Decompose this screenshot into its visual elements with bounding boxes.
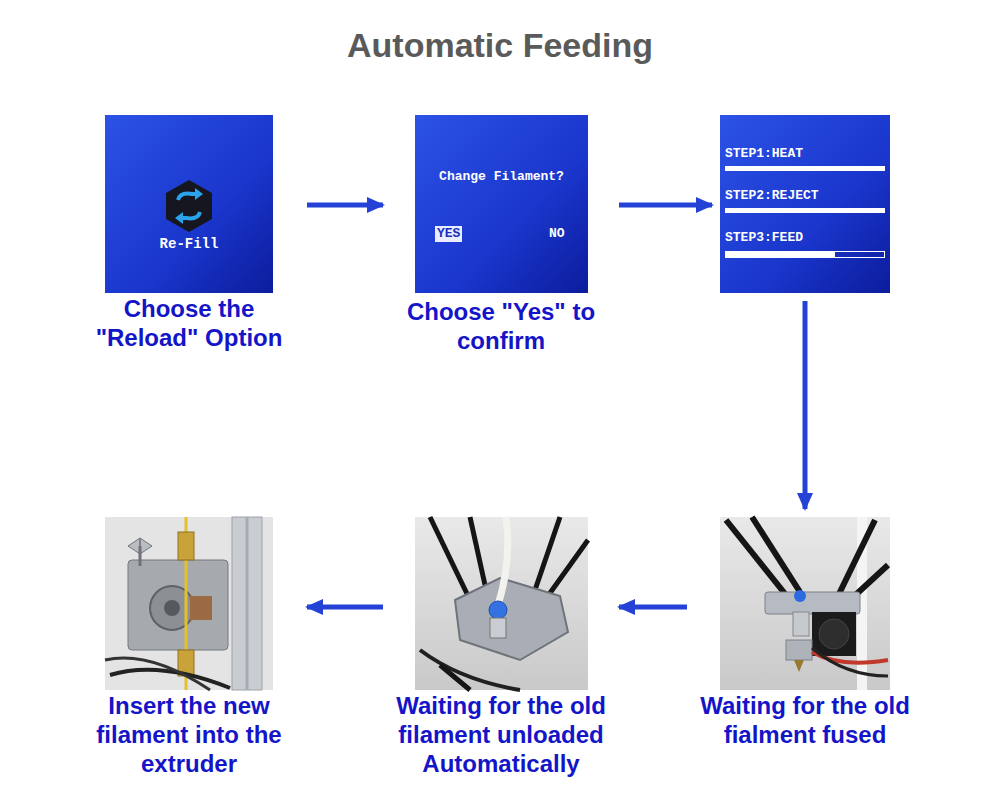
screen-text: STEP3:FEED bbox=[725, 230, 803, 246]
flow-arrow bbox=[307, 203, 383, 208]
flow-arrow bbox=[619, 605, 687, 610]
screen-panel: Re-FillChoose the "Reload" Option bbox=[79, 115, 299, 355]
refill-icon bbox=[178, 194, 196, 200]
lcd-screen bbox=[105, 115, 273, 293]
diagram-title: Automatic Feeding bbox=[0, 26, 1000, 65]
effector-plate bbox=[765, 592, 860, 614]
progress-bar bbox=[726, 252, 885, 258]
refill-icon bbox=[182, 212, 200, 218]
flow-arrow bbox=[803, 301, 808, 509]
cooling-fan bbox=[819, 619, 849, 649]
flow-arrow bbox=[619, 203, 712, 208]
lcd-screen bbox=[105, 115, 273, 293]
heatsink bbox=[490, 618, 506, 638]
photo-panel: Waiting for the old fialment fused bbox=[695, 517, 915, 752]
caption-text: Choose the "Reload" Option bbox=[79, 295, 299, 353]
caption-text: Choose "Yes" to confirm bbox=[391, 298, 611, 356]
caption-text: Insert the new filament into the extrude… bbox=[79, 692, 299, 778]
photo-panel: Insert the new filament into the extrude… bbox=[79, 517, 299, 780]
screen-text: STEP2:REJECT bbox=[725, 188, 819, 204]
effector-photo bbox=[415, 517, 588, 690]
cooling-fan bbox=[812, 612, 856, 656]
extruder-photo bbox=[105, 517, 273, 690]
lcd-screen bbox=[720, 115, 890, 293]
wire bbox=[105, 658, 210, 690]
ptfe-tube bbox=[498, 517, 508, 605]
screen-text: Re-Fill bbox=[105, 236, 273, 252]
wire bbox=[420, 650, 520, 690]
caption-text: Waiting for the old fialment fused bbox=[695, 692, 915, 750]
screen-panel: Change Filament? YES NO Choose "Yes" to con… bbox=[391, 115, 611, 358]
wing-nut bbox=[139, 546, 142, 566]
delta-arm bbox=[470, 517, 485, 585]
delta-arm bbox=[838, 520, 875, 596]
delta-arm bbox=[535, 517, 560, 590]
delta-arm bbox=[545, 540, 588, 600]
aluminium-extrusion bbox=[232, 517, 262, 690]
photo-ground bbox=[105, 517, 273, 690]
screen-text: NO bbox=[549, 226, 565, 242]
screen-text: YES bbox=[435, 226, 462, 242]
flow-arrow bbox=[307, 605, 383, 610]
extruder-plate bbox=[128, 560, 228, 650]
fitting bbox=[489, 601, 507, 619]
hotend-photo bbox=[720, 517, 890, 690]
progress-bar bbox=[725, 208, 885, 213]
screen-panel: STEP1:HEAT STEP2:REJECT STEP3:FEED bbox=[720, 115, 890, 293]
progress-bar bbox=[725, 166, 885, 171]
lcd-screen bbox=[415, 115, 588, 293]
idler bbox=[190, 596, 212, 620]
drive-gear bbox=[164, 600, 180, 616]
screen-text: STEP1:HEAT bbox=[725, 146, 803, 162]
aluminium-extrusion bbox=[246, 517, 249, 690]
refill-icon bbox=[166, 180, 212, 232]
delta-arm bbox=[440, 665, 470, 690]
refill-icon bbox=[195, 188, 203, 200]
photo-ground bbox=[720, 517, 890, 690]
brass-fitting bbox=[178, 532, 194, 560]
fitting bbox=[794, 590, 806, 602]
delta-arm bbox=[752, 517, 800, 592]
photo-panel: Waiting for the old filament unloaded Au… bbox=[391, 517, 611, 780]
wire bbox=[110, 670, 230, 688]
heater-block bbox=[786, 640, 812, 660]
lcd-screen bbox=[720, 115, 890, 293]
wire bbox=[812, 648, 888, 676]
progress-bar bbox=[725, 251, 835, 258]
delta-arm bbox=[430, 517, 470, 600]
heatsink bbox=[793, 612, 809, 636]
caption-text: Waiting for the old filament unloaded Au… bbox=[391, 692, 611, 778]
screen-text: Change Filament? bbox=[415, 169, 588, 185]
refill-icon bbox=[175, 212, 183, 224]
nozzle bbox=[794, 660, 804, 672]
photo-ground bbox=[415, 517, 588, 690]
effector-plate bbox=[455, 578, 568, 660]
